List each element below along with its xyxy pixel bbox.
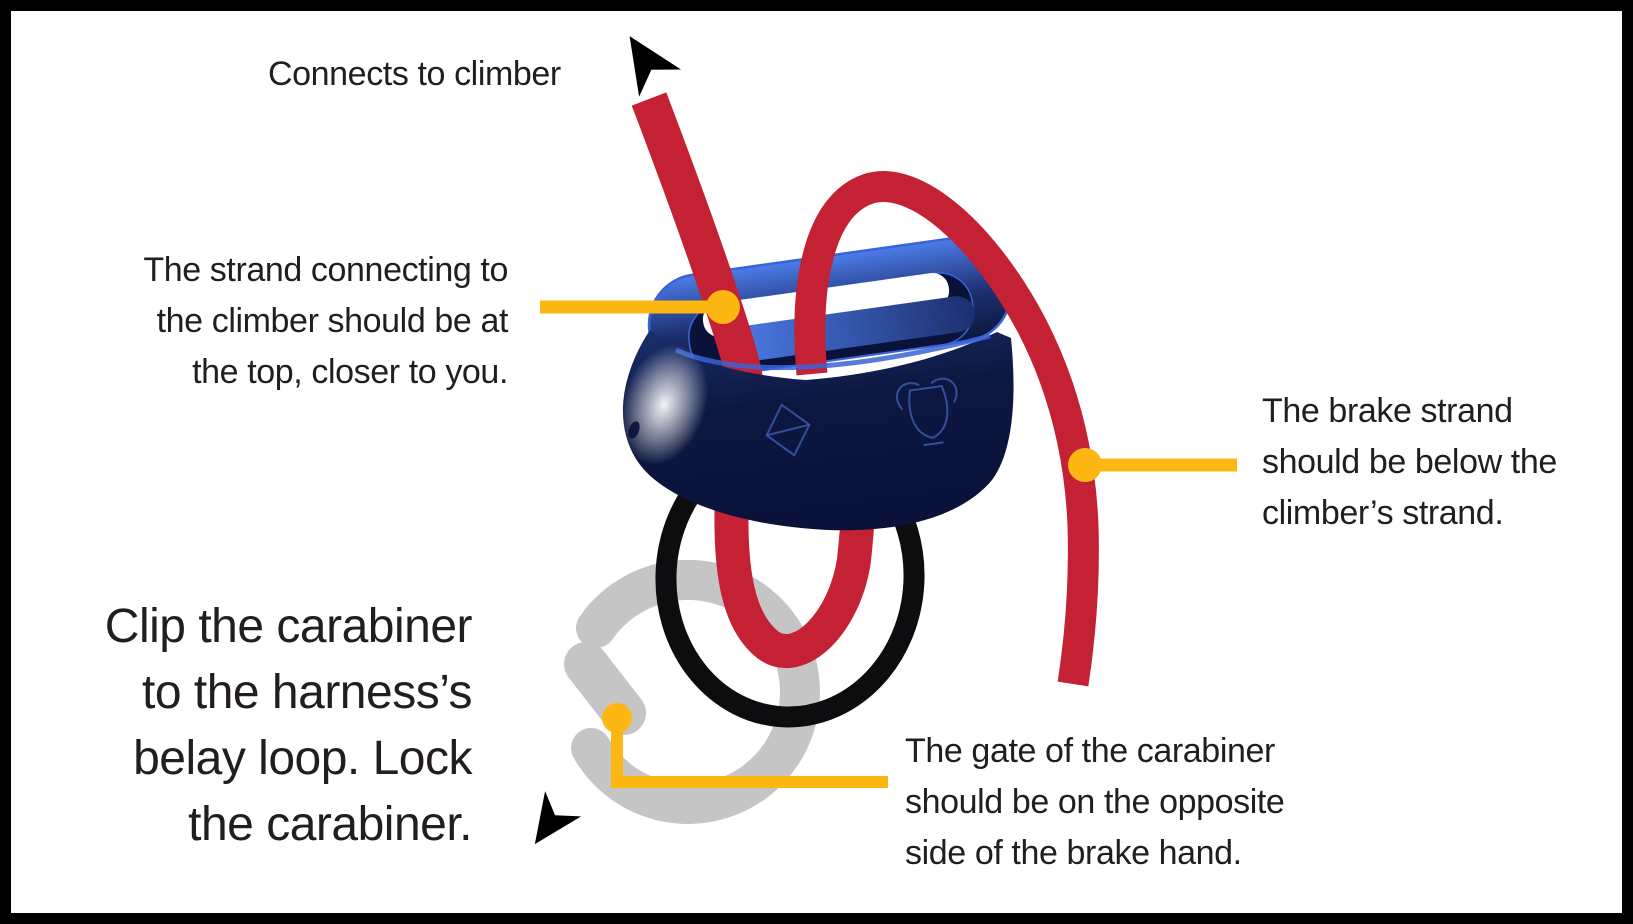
down-left-arrow-icon	[534, 791, 582, 845]
brake-strand	[794, 171, 1099, 687]
device-specular-highlight	[619, 344, 709, 466]
device-inner-bar	[729, 296, 975, 362]
label-line: should be below the	[1262, 443, 1557, 481]
label-line: to the harness’s	[142, 666, 473, 719]
up-left-arrow-icon	[629, 36, 682, 97]
label-carabiner-gate: The gate of the carabiner should be on t…	[905, 726, 1285, 879]
label-line: side of the brake hand.	[905, 834, 1242, 872]
label-line: the top, closer to you.	[192, 353, 508, 391]
label-line: Clip the carabiner	[104, 600, 473, 653]
label-line: should be on the opposite	[905, 783, 1285, 821]
label-line: belay loop. Lock	[133, 732, 472, 785]
device-front-rim-highlight	[674, 333, 991, 371]
label-text: Connects to climber	[268, 55, 561, 93]
label-line: climber’s strand.	[1262, 494, 1504, 532]
label-carabiner-instruction: Clip the carabiner to the harness’s bela…	[20, 594, 473, 858]
label-line: The brake strand	[1262, 392, 1513, 430]
device-front-face	[622, 330, 1014, 531]
device-side-notch	[628, 421, 640, 439]
pointer-dot	[706, 290, 740, 324]
label-connects-to-climber: Connects to climber	[268, 54, 561, 94]
ram-logo-icon	[895, 377, 958, 447]
pointer-dot	[1068, 448, 1102, 482]
label-line: The strand connecting to	[143, 251, 508, 289]
pointer-dot	[602, 703, 632, 733]
label-climber-strand: The strand connecting to the climber sho…	[70, 245, 508, 398]
label-line: the carabiner.	[188, 798, 472, 851]
label-brake-strand: The brake strand should be below the cli…	[1262, 386, 1557, 539]
diamond-logo-icon	[765, 403, 811, 457]
label-line: the climber should be at	[156, 302, 509, 340]
pointer-carabiner-gate	[602, 703, 888, 788]
belay-device-front	[619, 330, 1014, 531]
pointer-elbow-line	[611, 712, 888, 788]
pointer-brake-strand	[1068, 448, 1237, 482]
pointer-climber-strand	[540, 290, 740, 324]
label-line: The gate of the carabiner	[905, 732, 1275, 770]
